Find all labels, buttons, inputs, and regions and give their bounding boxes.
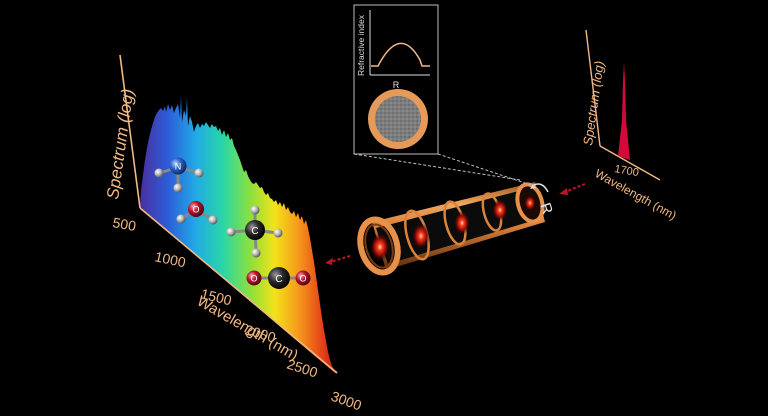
narrowband-peak [618,62,630,160]
co2-left-atom-label: O [250,274,257,284]
left-tick-label: 3000 [329,388,364,414]
right-tick-label: 1700 [613,163,639,179]
inset-y-axis-label: Refractive index [356,14,366,76]
ammonia-molecule: N [154,157,204,193]
left-tick-label: 1000 [153,248,187,270]
water-molecule: O [176,201,218,225]
fiber-mode-spot [454,211,470,235]
ammonia-center-atom-label: N [175,162,182,172]
co2-right-atom-label: O [299,274,306,284]
broadband-spectrum-area [140,96,338,373]
water-center-atom-label: O [192,205,199,215]
left-tick-label: 500 [111,214,137,234]
right-y-axis [585,29,601,147]
narrowband-spectrum-plot: Spectrum (log) 1700 Wavelength (nm) [580,29,679,223]
left-y-axis [119,54,141,209]
fiber-mode-spot [492,199,508,221]
co2-molecule: O C O [246,267,311,289]
co2-center-atom-label: C [275,274,282,285]
methane-center-atom-label: C [251,226,258,237]
light-arrow-left [329,255,351,263]
fiber-mode-spot [412,223,430,249]
refractive-index-inset: Refractive index R [353,4,535,187]
light-arrow-right [564,183,586,193]
fiber-mode-spot [524,195,536,211]
fiber-mode-spot [370,233,390,261]
fiber-cross-section-core [375,96,421,142]
right-y-axis-label: Spectrum (log) [580,60,607,147]
left-tick-label: 1500 [199,285,233,308]
left-x-axis [139,207,338,374]
right-x-axis [599,145,661,181]
methane-molecule: C [226,205,283,258]
inset-x-axis-label: R [393,80,400,90]
refractive-index-profile [371,42,430,67]
hollow-core-fiber: R [357,182,556,276]
